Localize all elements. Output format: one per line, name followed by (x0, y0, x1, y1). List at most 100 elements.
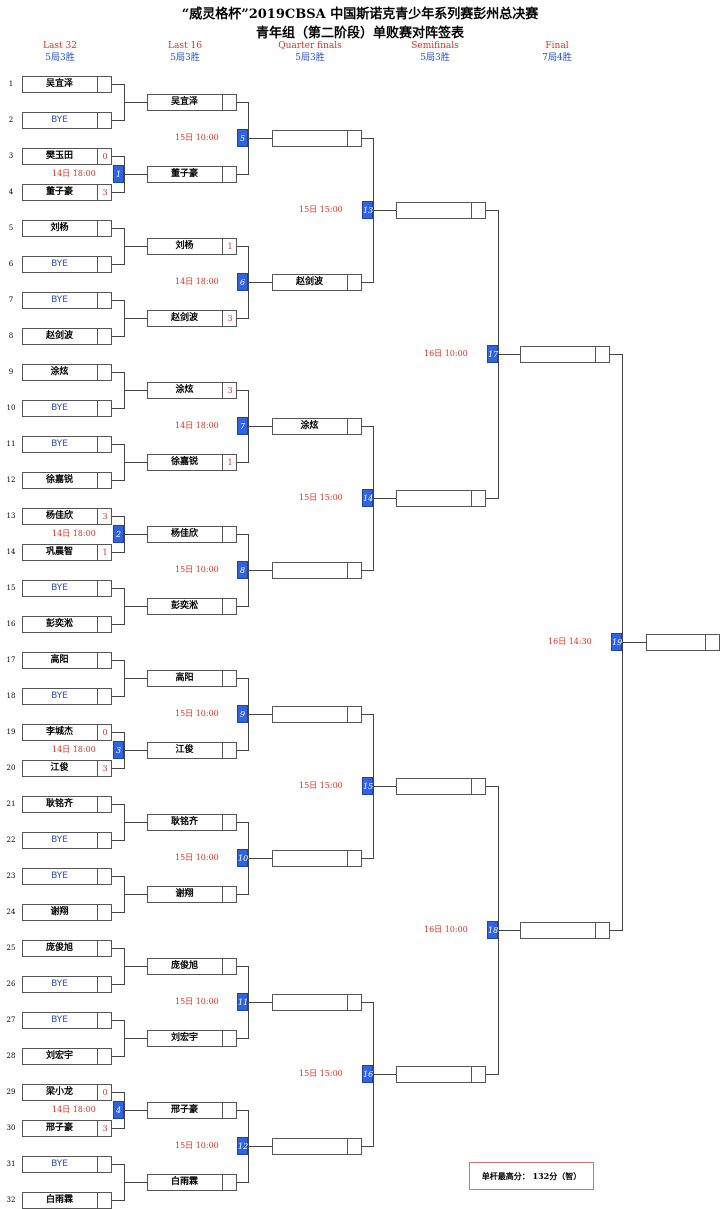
bracket-line (112, 1056, 124, 1057)
player-score (97, 473, 112, 488)
bracket-line (124, 894, 147, 895)
round-format: 5局3胜 (295, 53, 325, 63)
seed-number: 16 (6, 620, 16, 628)
seed-number: 31 (6, 1160, 16, 1168)
player-score (471, 491, 486, 506)
bracket-line (112, 552, 124, 553)
final-player-slot (520, 922, 610, 939)
bracket-line (124, 318, 147, 319)
player-score (97, 113, 112, 128)
player-name: 杨佳欣 (45, 511, 73, 521)
bracket-line (362, 282, 373, 283)
bracket-line (112, 948, 124, 949)
bracket-line (248, 138, 272, 139)
bracket-line (124, 822, 147, 823)
high-break-value: 132分（智） (532, 1171, 582, 1181)
player-score: 3 (222, 383, 237, 398)
bracket-line (237, 462, 248, 463)
bracket-line (486, 498, 498, 499)
r32-player-slot: 耿铭齐 (22, 796, 112, 813)
bracket-line (237, 246, 248, 247)
player-name: 邢子豪 (170, 1105, 198, 1115)
player-name: BYE (51, 583, 68, 593)
r32-player-slot: 刘宏宇 (22, 1048, 112, 1065)
bracket-line (610, 930, 622, 931)
player-score: 0 (97, 149, 112, 164)
r32-player-slot: BYE (22, 976, 112, 993)
seed-number: 9 (8, 368, 14, 376)
bracket-line (362, 570, 373, 571)
bracket-line (373, 786, 396, 787)
champion-slot (646, 634, 720, 651)
player-score (97, 77, 112, 92)
bracket-line (124, 1182, 147, 1183)
player-score (222, 95, 237, 110)
player-name: 高阳 (175, 673, 194, 683)
player-score: 3 (222, 311, 237, 326)
bracket-line (112, 300, 124, 301)
seed-number: 11 (6, 440, 16, 448)
r16-player-slot: 耿铭齐 (147, 814, 237, 831)
bracket-line (237, 390, 248, 391)
player-score (97, 833, 112, 848)
bracket-line (237, 966, 248, 967)
player-name (397, 1067, 470, 1082)
seed-number: 19 (6, 728, 16, 736)
player-name: 谢翔 (175, 889, 194, 899)
player-name: 徐嘉锐 (45, 475, 73, 485)
bracket-line (486, 1074, 498, 1075)
bracket-line (112, 660, 124, 661)
match-time: 16日 10:00 (424, 925, 468, 934)
bracket-line (237, 102, 248, 103)
bracket-line (112, 840, 124, 841)
player-name (647, 635, 704, 650)
player-name: 吴宜泽 (45, 79, 73, 89)
bracket-line (237, 1110, 248, 1111)
bracket-line (237, 678, 248, 679)
r32-player-slot: 赵剑波 (22, 328, 112, 345)
round-name: Quarter finals (278, 41, 342, 51)
r16-player-slot: 江俊 (147, 742, 237, 759)
seed-number: 13 (6, 512, 16, 520)
match-time: 15日 10:00 (175, 565, 219, 574)
player-name: 耿铭齐 (45, 799, 73, 809)
bracket-line (112, 192, 124, 193)
player-score (97, 365, 112, 380)
sf-player-slot (396, 202, 486, 219)
bracket-line (112, 876, 124, 877)
bracket-line (112, 696, 124, 697)
r16-player-slot: 董子豪 (147, 166, 237, 183)
high-break-box: 单杆最高分： 132分（智） (469, 1162, 594, 1190)
r32-player-slot: 徐嘉锐 (22, 472, 112, 489)
bracket-line (112, 732, 124, 733)
player-score (97, 401, 112, 416)
player-name: 邢子豪 (45, 1123, 73, 1133)
qf-player-slot (272, 850, 362, 867)
seed-number: 18 (6, 692, 16, 700)
player-score (347, 851, 362, 866)
seed-number: 7 (8, 296, 14, 304)
match-time: 16日 10:00 (424, 349, 468, 358)
bracket-line (124, 678, 147, 679)
player-score (471, 779, 486, 794)
player-name: 白雨霖 (45, 1195, 73, 1205)
r32-player-slot: BYE (22, 400, 112, 417)
round-name: Last 16 (168, 41, 202, 51)
bracket-line (486, 210, 498, 211)
match-number-badge: 7 (237, 417, 248, 435)
bracket-line (362, 714, 373, 715)
qf-player-slot (272, 706, 362, 723)
bracket-line (112, 264, 124, 265)
player-name: BYE (51, 403, 68, 413)
player-name (273, 995, 346, 1010)
player-name (521, 347, 594, 362)
player-score: 3 (97, 1121, 112, 1136)
bracket-line (112, 1164, 124, 1165)
bracket-line (112, 912, 124, 913)
player-name: 耿铭齐 (170, 817, 198, 827)
